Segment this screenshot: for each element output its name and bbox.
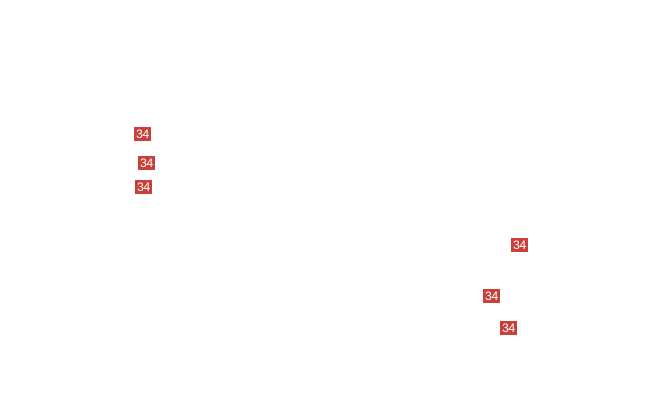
count-badge[interactable]: 34 (135, 180, 152, 194)
count-badge[interactable]: 34 (138, 156, 155, 170)
count-badge[interactable]: 34 (511, 238, 528, 252)
count-badge[interactable]: 34 (500, 321, 517, 335)
count-badge[interactable]: 34 (483, 289, 500, 303)
count-badge[interactable]: 34 (134, 127, 151, 141)
